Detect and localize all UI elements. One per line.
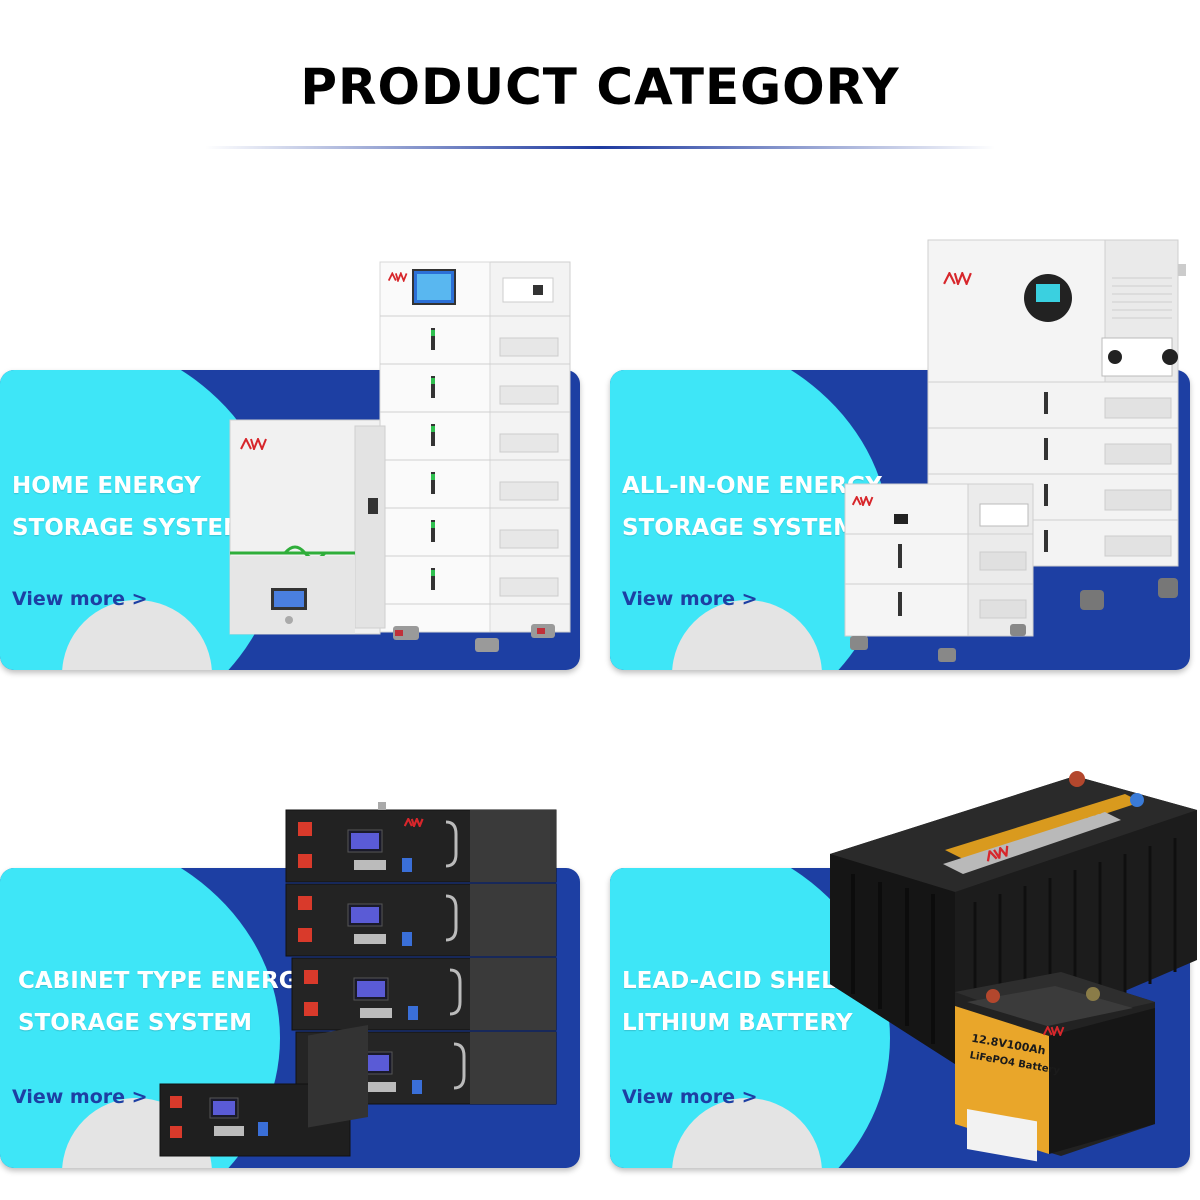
product-image-lead-acid: 25.6V100Ah 12.8V100Ah LiFePO4 Battery	[825, 764, 1200, 1164]
card-title-line1: LEAD-ACID SHELL	[622, 968, 851, 994]
aiwa-logo-icon	[388, 272, 408, 282]
product-image-all-in-one	[840, 238, 1195, 663]
aiwa-logo-icon	[1043, 1026, 1065, 1036]
card-title-line1: HOME ENERGY	[12, 473, 201, 499]
card-title-line2: LITHIUM BATTERY	[622, 1010, 853, 1036]
view-more-link[interactable]: View more >	[12, 588, 148, 610]
aiwa-logo-icon	[985, 845, 1011, 862]
aiwa-logo-icon	[852, 496, 874, 506]
view-more-link[interactable]: View more >	[12, 1086, 148, 1108]
aiwa-logo-icon	[943, 272, 973, 285]
card-title-line1: CABINET TYPE ENERGY	[18, 968, 314, 994]
card-title-line2: STORAGE SYSTEM	[12, 515, 246, 541]
card-title-line1: ALL-IN-ONE ENERGY	[622, 473, 882, 499]
card-title: CABINET TYPE ENERGY STORAGE SYSTEM	[18, 960, 314, 1044]
product-image-cabinet	[158, 800, 578, 1162]
card-title: LEAD-ACID SHELL LITHIUM BATTERY	[622, 960, 853, 1044]
card-title: HOME ENERGY STORAGE SYSTEM	[12, 465, 246, 549]
card-title-line2: STORAGE SYSTEM	[18, 1010, 252, 1036]
view-more-link[interactable]: View more >	[622, 588, 758, 610]
view-more-link[interactable]: View more >	[622, 1086, 758, 1108]
product-image-home-energy	[225, 258, 585, 670]
card-title-line2: STORAGE SYSTEM	[622, 515, 856, 541]
card-title: ALL-IN-ONE ENERGY STORAGE SYSTEM	[622, 465, 882, 549]
aiwa-logo-icon	[404, 818, 424, 827]
aiwa-logo-icon	[240, 438, 268, 450]
title-divider	[205, 146, 995, 149]
page-title: PRODUCT CATEGORY	[300, 58, 900, 116]
